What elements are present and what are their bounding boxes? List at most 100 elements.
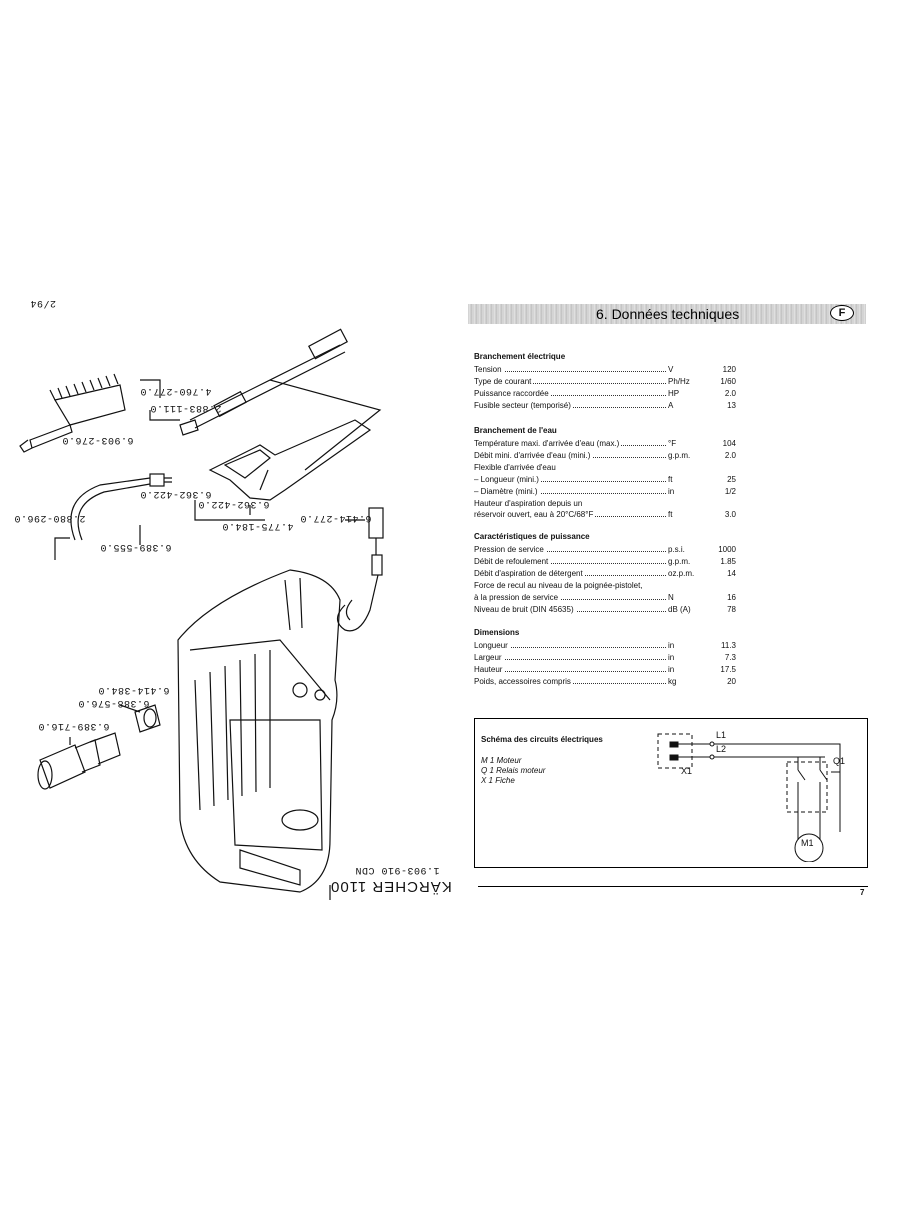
- spec-value: 14: [727, 568, 736, 578]
- spec-row: Poids, accessoires compris kg 20: [474, 675, 736, 687]
- exploded-parts-drawing: [19, 328, 384, 900]
- spec-unit: oz.p.m.: [668, 568, 695, 578]
- spec-row: à la pression de service N 16: [474, 591, 736, 603]
- dot-leader: [474, 371, 666, 372]
- spec-label: à la pression de service: [474, 591, 561, 603]
- footer-rule: [478, 886, 868, 887]
- header-band: [468, 304, 866, 324]
- page-title: 6. Données techniques: [596, 306, 740, 322]
- spec-row: Hauteur d'aspiration depuis un: [474, 497, 736, 509]
- spec-unit: kg: [668, 676, 677, 686]
- spec-unit: ft: [668, 474, 673, 484]
- section-title: Caractéristiques de puissance: [474, 532, 590, 541]
- spec-label: Débit d'aspiration de détergent: [474, 567, 585, 579]
- spec-label: Puissance raccordée: [474, 387, 551, 399]
- spec-unit: A: [668, 400, 674, 410]
- spec-label: Fusible secteur (temporisé): [474, 399, 573, 411]
- spec-unit: HP: [668, 388, 680, 398]
- section-title: Branchement électrique: [474, 352, 566, 361]
- spec-row: Fusible secteur (temporisé) A 13: [474, 399, 736, 411]
- circuit-legend-item: Q 1 Relais moteur: [481, 766, 546, 775]
- spec-value: 17.5: [720, 664, 736, 674]
- spec-label: – Longueur (mini.): [474, 473, 541, 485]
- circuit-legend-item: X 1 Fiche: [481, 776, 515, 785]
- model-title: KÄRCHER 1100: [330, 878, 452, 895]
- spec-row: Flexible d'arrivée d'eau: [474, 461, 736, 473]
- spec-label: Niveau de bruit (DIN 45635): [474, 603, 576, 615]
- dot-leader: [474, 647, 666, 648]
- spec-label: Type de courant: [474, 375, 534, 387]
- spec-unit: in: [668, 664, 675, 674]
- circuit-title: Schéma des circuits électriques: [481, 735, 603, 744]
- spec-unit: in: [668, 652, 675, 662]
- spec-unit: dB (A): [668, 604, 691, 614]
- spec-unit: °F: [668, 439, 677, 448]
- spec-unit: in: [668, 641, 675, 650]
- part-number-label: 6.414-384.0: [98, 684, 170, 695]
- spec-value: 13: [727, 400, 736, 410]
- section-title: Branchement de l'eau: [474, 426, 557, 435]
- dot-leader: [474, 551, 666, 552]
- part-number-label: 2.883-111.0: [150, 402, 222, 413]
- spec-label: Flexible d'arrivée d'eau: [474, 461, 558, 473]
- spec-unit: N: [668, 592, 674, 602]
- spec-row: Niveau de bruit (DIN 45635)dB (A)78: [474, 603, 736, 615]
- dot-leader: [474, 480, 666, 482]
- part-number-label: 6.389-555.0: [100, 541, 172, 552]
- circuit-label-x1: X1: [681, 766, 693, 776]
- circuit-schematic: [657, 733, 841, 862]
- spec-value: 20: [727, 676, 736, 686]
- spec-value: 104: [722, 439, 736, 448]
- spec-row: Débit mini. d'arrivée d'eau (mini.)g.p.m…: [474, 449, 736, 461]
- spec-label: Température maxi. d'arrivée d'eau (max.): [474, 438, 622, 449]
- spec-row: Force de recul au niveau de la poignée-p…: [474, 579, 736, 591]
- spec-label: Force de recul au niveau de la poignée-p…: [474, 579, 645, 591]
- spec-label: réservoir ouvert, eau à 20°C/68°F: [474, 509, 596, 521]
- spec-value: 1.85: [720, 556, 736, 566]
- page-number: 7: [860, 888, 865, 897]
- spec-unit: Ph/Hz: [668, 376, 690, 386]
- spec-row: Puissance raccordée HP 2.0: [474, 387, 736, 399]
- spec-value: 3.0: [724, 510, 736, 520]
- part-number-label: 6.903-276.0: [62, 434, 134, 445]
- left-page-parts-diagram: 2/94 KÄRCHER 1100 1.903-910 CDN 4.760-27…: [14, 297, 452, 900]
- part-number-label: 6.389-716.0: [38, 720, 110, 731]
- part-number-label: 2.880-296.0: [14, 512, 86, 523]
- spec-value: 1000: [718, 545, 736, 554]
- section-title: Dimensions: [474, 628, 520, 637]
- dot-leader: [474, 670, 666, 672]
- dot-leader: [474, 658, 666, 660]
- page-reference: 2/94: [30, 297, 57, 308]
- spec-label: Pression de service: [474, 544, 546, 555]
- spec-label: Hauteur d'aspiration depuis un: [474, 497, 585, 509]
- spec-label: Poids, accessoires compris: [474, 675, 573, 687]
- spec-value: 7.3: [724, 652, 736, 662]
- dot-leader: [474, 492, 666, 494]
- spec-label: Débit de refoulement: [474, 555, 551, 567]
- part-number-label: 6.362-422.0: [198, 498, 270, 509]
- document-code: 1.903-910 CDN: [355, 864, 440, 875]
- spec-value: 16: [727, 592, 736, 602]
- spec-value: 2.0: [724, 388, 736, 398]
- spec-unit: p.s.i.: [668, 545, 685, 554]
- spec-value: 1/60: [720, 376, 736, 386]
- dot-leader: [474, 382, 666, 384]
- part-number-label: 4.775-184.0: [222, 520, 294, 531]
- spec-value: 2.0: [724, 450, 736, 460]
- dot-leader: [474, 394, 666, 396]
- spec-value: 1/2: [724, 486, 736, 496]
- language-badge: F: [830, 305, 854, 321]
- spec-unit: g.p.m.: [668, 556, 691, 566]
- circuit-label-l1: L1: [716, 730, 727, 740]
- spec-row: Type de courant Ph/Hz 1/60: [474, 375, 736, 387]
- circuit-legend-item: M 1 Moteur: [481, 756, 522, 765]
- spec-label: Tension: [474, 364, 504, 375]
- circuit-label-q1: Q1: [833, 756, 846, 766]
- spec-unit: g.p.m.: [668, 450, 691, 460]
- spec-label: – Diamètre (mini.): [474, 485, 540, 497]
- spec-unit: V: [668, 365, 674, 374]
